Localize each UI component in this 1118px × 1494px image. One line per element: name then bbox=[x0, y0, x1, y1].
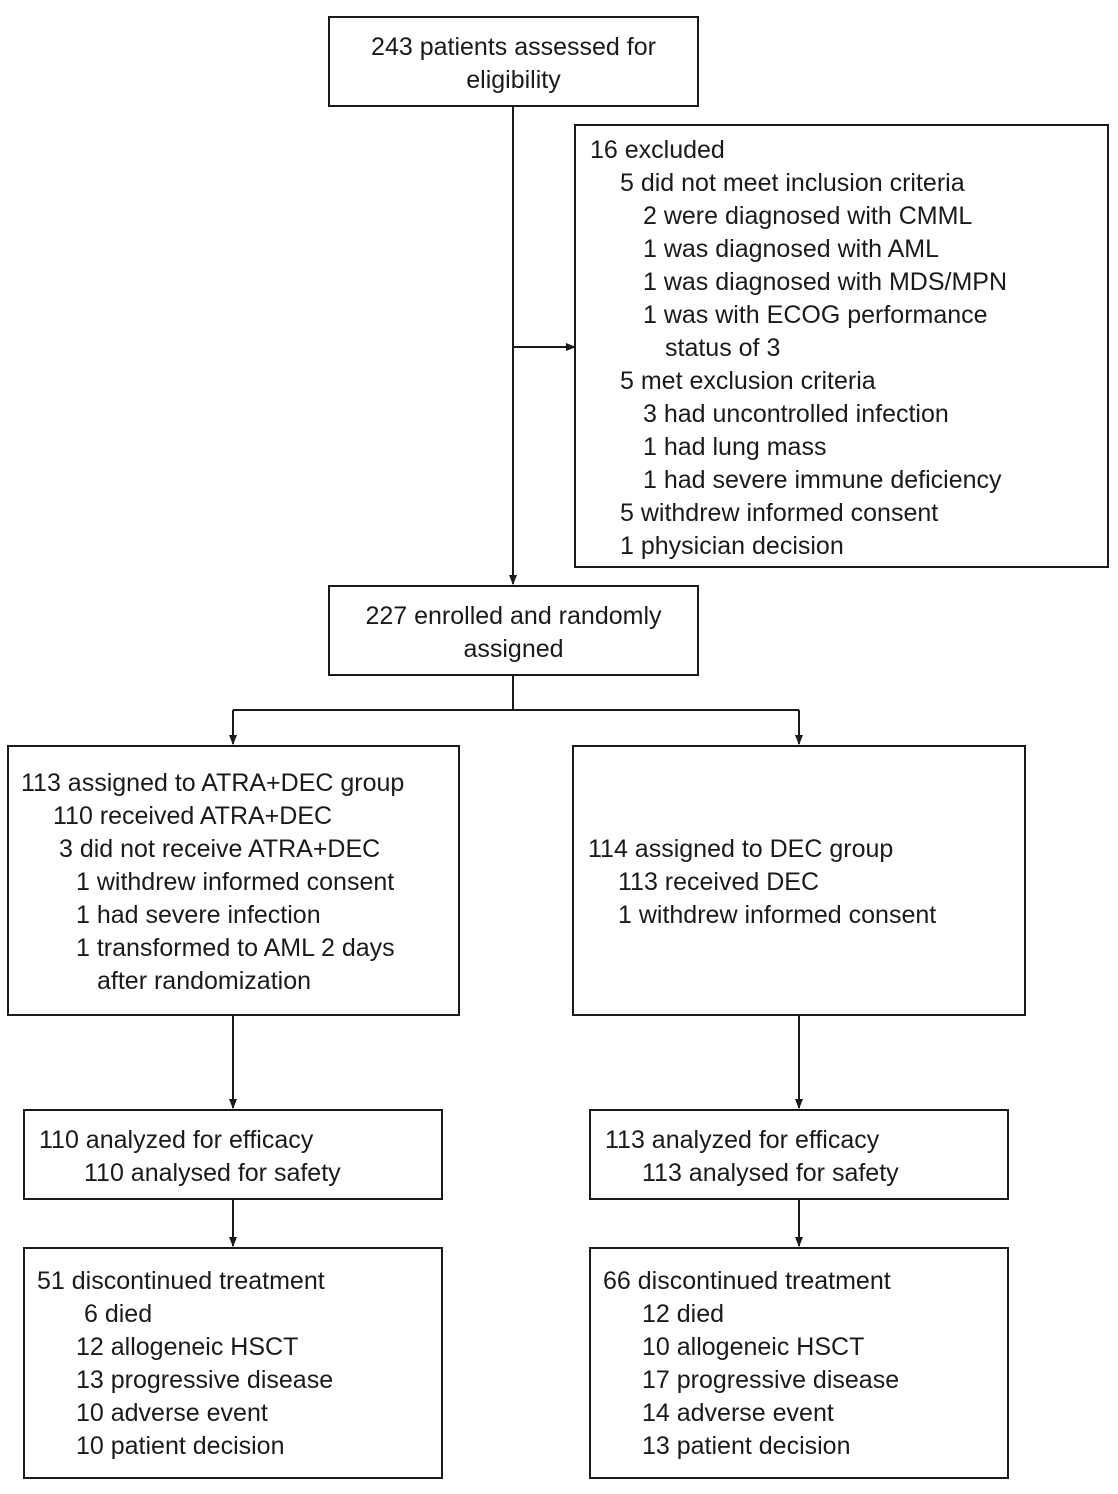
atra-group-reason: 1 had severe infection bbox=[76, 901, 321, 929]
enrolled-line: assigned bbox=[463, 635, 564, 663]
dec-discontinued-reason: 17 progressive disease bbox=[642, 1366, 900, 1394]
excluded-subreason: 1 had severe immune deficiency bbox=[643, 466, 1002, 494]
atra-discontinued-reason: 10 adverse event bbox=[76, 1399, 268, 1427]
excluded-subreason: 1 was diagnosed with AML bbox=[643, 235, 940, 263]
excluded-subreason: 1 was diagnosed with MDS/MPN bbox=[643, 268, 1008, 296]
atra-group-total: 113 assigned to ATRA+DEC group bbox=[21, 769, 405, 797]
enrolled-line: 227 enrolled and randomly bbox=[365, 602, 662, 630]
excluded-reason: 5 did not meet inclusion criteria bbox=[620, 169, 965, 197]
enrolled-box: 227 enrolled and randomly assigned bbox=[328, 585, 699, 676]
excluded-subreason: 2 were diagnosed with CMML bbox=[643, 202, 973, 230]
screening-box: 243 patients assessed for eligibility bbox=[328, 16, 699, 107]
dec-group-withdrew: 1 withdrew informed consent bbox=[618, 901, 937, 929]
excluded-reason: 5 met exclusion criteria bbox=[620, 367, 876, 395]
dec-discontinued-box: 66 discontinued treatment 12 died 10 all… bbox=[589, 1247, 1009, 1479]
screening-line: eligibility bbox=[466, 66, 561, 94]
excluded-subreason: 1 was with ECOG performance bbox=[643, 301, 988, 329]
excluded-subreason-continued: status of 3 bbox=[665, 334, 781, 362]
dec-analysis-safety: 113 analysed for safety bbox=[642, 1159, 899, 1187]
atra-group-received: 110 received ATRA+DEC bbox=[53, 802, 333, 830]
atra-discontinued-reason: 13 progressive disease bbox=[76, 1366, 334, 1394]
dec-group-box: 114 assigned to DEC group 113 received D… bbox=[572, 745, 1026, 1016]
atra-analysis-safety: 110 analysed for safety bbox=[84, 1159, 341, 1187]
dec-analysis-efficacy: 113 analyzed for efficacy bbox=[605, 1126, 880, 1154]
dec-group-total: 114 assigned to DEC group bbox=[588, 835, 894, 863]
atra-group-reason: 1 transformed to AML 2 days bbox=[76, 934, 395, 962]
excluded-reason: 5 withdrew informed consent bbox=[620, 499, 939, 527]
dec-group-received: 113 received DEC bbox=[618, 868, 820, 896]
excluded-reason: 1 physician decision bbox=[620, 532, 844, 560]
excluded-total: 16 excluded bbox=[590, 136, 725, 164]
dec-analysis-box: 113 analyzed for efficacy 113 analysed f… bbox=[589, 1109, 1009, 1200]
atra-group-reason-continued: after randomization bbox=[97, 967, 312, 995]
atra-analysis-box: 110 analyzed for efficacy 110 analysed f… bbox=[23, 1109, 443, 1200]
excluded-subreason: 1 had lung mass bbox=[643, 433, 827, 461]
atra-discontinued-box: 51 discontinued treatment 6 died 12 allo… bbox=[23, 1247, 443, 1479]
excluded-subreason: 3 had uncontrolled infection bbox=[643, 400, 949, 428]
atra-discontinued-reason: 12 allogeneic HSCT bbox=[76, 1333, 299, 1361]
dec-discontinued-reason: 10 allogeneic HSCT bbox=[642, 1333, 865, 1361]
dec-discontinued-reason: 14 adverse event bbox=[642, 1399, 834, 1427]
excluded-box: 16 excluded 5 did not meet inclusion cri… bbox=[574, 124, 1109, 568]
atra-analysis-efficacy: 110 analyzed for efficacy bbox=[39, 1126, 314, 1154]
dec-discontinued-reason: 12 died bbox=[642, 1300, 725, 1328]
screening-line: 243 patients assessed for bbox=[371, 33, 656, 61]
atra-discontinued-reason: 10 patient decision bbox=[76, 1432, 285, 1460]
atra-discontinued-total: 51 discontinued treatment bbox=[37, 1267, 325, 1295]
atra-group-reason: 1 withdrew informed consent bbox=[76, 868, 395, 896]
atra-dec-group-box: 113 assigned to ATRA+DEC group 110 recei… bbox=[7, 745, 460, 1016]
atra-group-not-received: 3 did not receive ATRA+DEC bbox=[59, 835, 381, 863]
dec-discontinued-total: 66 discontinued treatment bbox=[603, 1267, 891, 1295]
atra-discontinued-reason: 6 died bbox=[84, 1300, 153, 1328]
dec-discontinued-reason: 13 patient decision bbox=[642, 1432, 851, 1460]
